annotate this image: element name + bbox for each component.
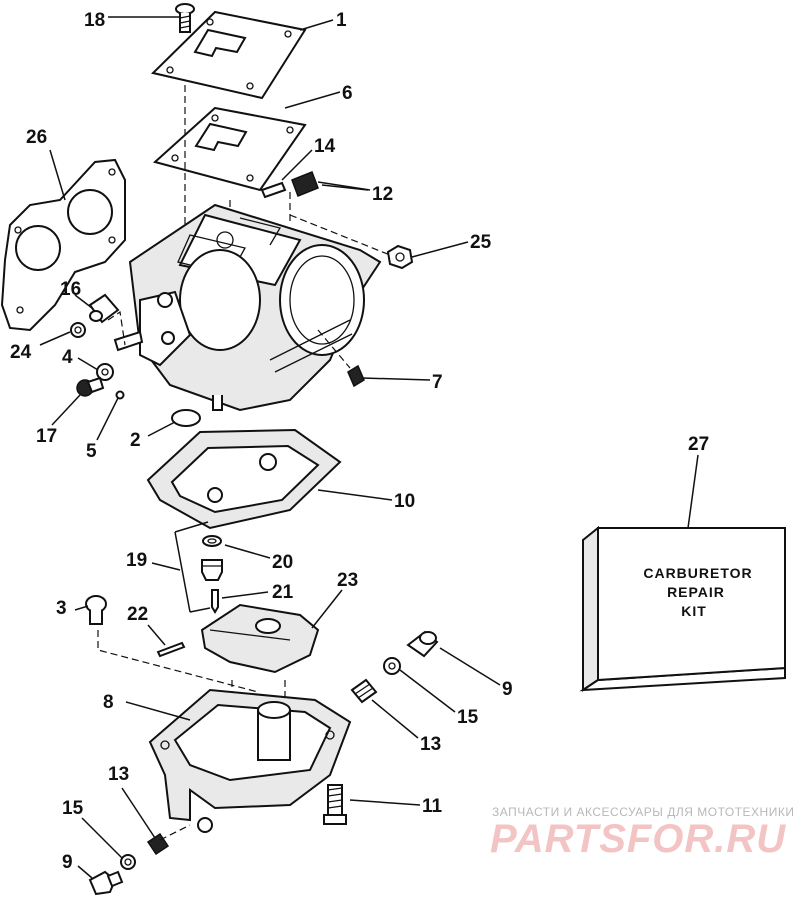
- part-9-plug-upper: [406, 630, 439, 658]
- callout-22: 22: [127, 604, 148, 625]
- callout-11: 11: [422, 796, 443, 817]
- callout-16: 16: [60, 279, 81, 300]
- callout-21: 21: [272, 582, 294, 603]
- callout-2: 2: [130, 430, 141, 451]
- callout-13-lower: 13: [108, 764, 129, 785]
- part-10-bowl-gasket: [146, 428, 342, 530]
- bracket-19: [174, 521, 211, 613]
- alignment-line: [97, 630, 259, 693]
- part-14-pin: [260, 181, 287, 199]
- part-21-needle: [211, 589, 219, 614]
- callout-19: 19: [126, 550, 147, 571]
- alignment-line: [159, 824, 191, 841]
- callout-23: 23: [337, 570, 358, 591]
- part-16-fitting: [88, 293, 120, 324]
- watermark-logo: PARTSFOR.RU: [490, 817, 786, 861]
- carburetor-body: [113, 203, 382, 412]
- kit-label-line-3: KIT: [681, 603, 707, 619]
- callout-7: 7: [432, 372, 443, 393]
- callout-17: 17: [36, 426, 57, 447]
- callout-labels: 18 1 6 14 12 25 26 16 24 4 7 17 5 2 10 2…: [10, 10, 709, 873]
- callout-15-lower: 15: [62, 798, 84, 819]
- part-8-float-bowl: [148, 688, 352, 833]
- part-17-screw: [76, 376, 105, 397]
- leader-lines: [39, 16, 699, 879]
- part-20-washer: [202, 535, 222, 547]
- callout-14: 14: [314, 136, 336, 157]
- callout-13-upper: 13: [420, 734, 441, 755]
- callout-8: 8: [103, 692, 114, 713]
- callout-10: 10: [394, 491, 415, 512]
- callout-24: 24: [10, 342, 32, 363]
- part-1-cover-plate: [150, 10, 307, 100]
- part-6-gasket-plate: [152, 106, 307, 192]
- callout-5: 5: [86, 441, 97, 462]
- part-23-float: [200, 603, 320, 674]
- callout-3: 3: [56, 598, 67, 619]
- part-13-jet-upper: [350, 678, 378, 704]
- needle-seat: [201, 559, 223, 581]
- callout-4: 4: [62, 347, 73, 368]
- alignment-line: [289, 214, 396, 258]
- part-11-screw: [323, 784, 347, 825]
- part-5-ball: [115, 390, 125, 400]
- part-7-plug: [347, 364, 365, 388]
- part-4-washer: [96, 363, 114, 381]
- callout-9-lower: 9: [62, 852, 73, 873]
- part-15-washer-upper: [383, 657, 401, 675]
- callout-6: 6: [342, 83, 353, 104]
- callout-1: 1: [336, 10, 347, 31]
- part-22-float-pin: [156, 641, 186, 658]
- part-3-screw: [85, 595, 107, 625]
- kit-label-line-2: REPAIR: [667, 584, 725, 600]
- part-26-intake-gasket: [0, 158, 126, 332]
- callout-27: 27: [688, 434, 709, 455]
- callout-25: 25: [470, 232, 492, 253]
- callout-20: 20: [272, 552, 293, 573]
- part-24-washer: [70, 322, 86, 338]
- callout-12: 12: [372, 184, 393, 205]
- alignment-line: [107, 310, 126, 346]
- callout-26: 26: [26, 127, 47, 148]
- part-2-disc: [171, 409, 201, 427]
- alignment-line: [317, 329, 351, 369]
- part-25-nut: [386, 244, 414, 270]
- callout-15-upper: 15: [457, 707, 479, 728]
- watermark-tagline: ЗАПЧАСТИ И АКСЕССУАРЫ ДЛЯ МОТОТЕХНИКИ: [492, 805, 794, 819]
- part-9-plug-lower: [88, 870, 124, 896]
- part-15-washer-lower: [120, 854, 136, 870]
- callout-18: 18: [84, 10, 105, 31]
- kit-label-line-1: CARBURETOR: [643, 565, 752, 581]
- part-12-jet: [291, 171, 371, 197]
- part-18-screw: [175, 3, 195, 33]
- callout-9-upper: 9: [502, 679, 513, 700]
- carburetor-repair-kit-box: CARBURETOR REPAIR KIT: [579, 525, 786, 692]
- watermark: ЗАПЧАСТИ И АКСЕССУАРЫ ДЛЯ МОТОТЕХНИКИ PA…: [490, 805, 794, 861]
